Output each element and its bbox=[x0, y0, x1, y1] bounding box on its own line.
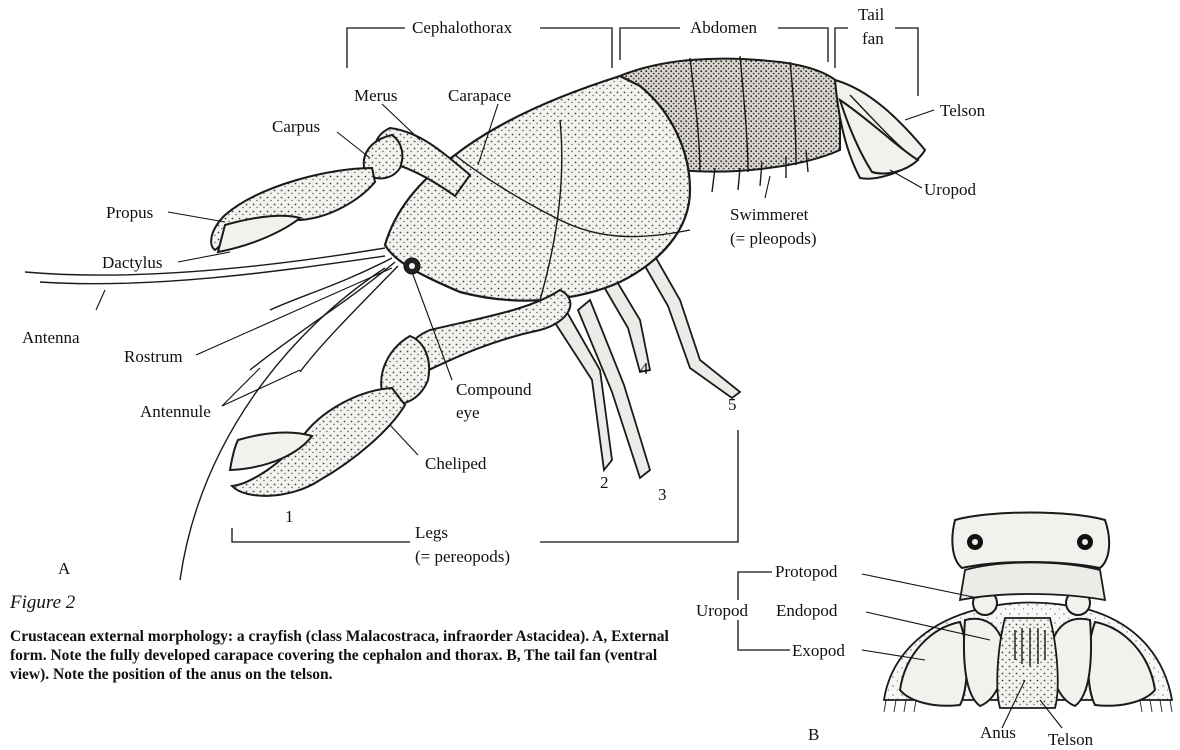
label-antennule: Antennule bbox=[140, 402, 211, 421]
label-antenna: Antenna bbox=[22, 328, 80, 347]
label-cheliped: Cheliped bbox=[425, 454, 487, 473]
label-legs: Legs bbox=[415, 523, 448, 542]
leg-number: 5 bbox=[728, 395, 737, 414]
leg-number: 3 bbox=[658, 485, 667, 504]
label-uropod: Uropod bbox=[924, 180, 976, 199]
label-propus: Propus bbox=[106, 203, 153, 222]
label-dactylus: Dactylus bbox=[102, 253, 162, 272]
label-exopod: Exopod bbox=[792, 641, 845, 660]
label-fan: fan bbox=[862, 29, 884, 48]
label-merus: Merus bbox=[354, 86, 397, 105]
label-telson: Telson bbox=[940, 101, 986, 120]
figure-caption: Crustacean external morphology: a crayfi… bbox=[10, 627, 680, 684]
label-rostrum: Rostrum bbox=[124, 347, 183, 366]
antennules bbox=[250, 262, 395, 370]
label-anus: Anus bbox=[980, 723, 1016, 742]
tail-fan bbox=[835, 80, 925, 179]
crayfish-drawing bbox=[25, 56, 925, 580]
panel-letter-b: B bbox=[808, 725, 819, 744]
panel-letter-a: A bbox=[58, 559, 71, 578]
leg-number: 4 bbox=[640, 359, 649, 378]
label-telson-b: Telson bbox=[1048, 730, 1094, 749]
label-protopod: Protopod bbox=[775, 562, 838, 581]
figure-title: Figure 2 bbox=[10, 592, 75, 614]
label-cephalothorax: Cephalothorax bbox=[412, 18, 513, 37]
label-pleopods: (= pleopods) bbox=[730, 229, 817, 248]
label-carapace: Carapace bbox=[448, 86, 511, 105]
label-eye: eye bbox=[456, 403, 480, 422]
label-carpus: Carpus bbox=[272, 117, 320, 136]
carapace bbox=[385, 76, 690, 301]
label-abdomen: Abdomen bbox=[690, 18, 758, 37]
label-uropod-b: Uropod bbox=[696, 601, 748, 620]
tail-fan-ventral-drawing bbox=[884, 513, 1172, 713]
label-swimmeret: Swimmeret bbox=[730, 205, 809, 224]
leg-number: 1 bbox=[285, 507, 294, 526]
label-tail: Tail bbox=[858, 5, 884, 24]
label-compound: Compound bbox=[456, 380, 532, 399]
label-pereopods: (= pereopods) bbox=[415, 547, 510, 566]
label-endopod: Endopod bbox=[776, 601, 838, 620]
antenna bbox=[25, 248, 385, 275]
leg-number: 2 bbox=[600, 473, 609, 492]
